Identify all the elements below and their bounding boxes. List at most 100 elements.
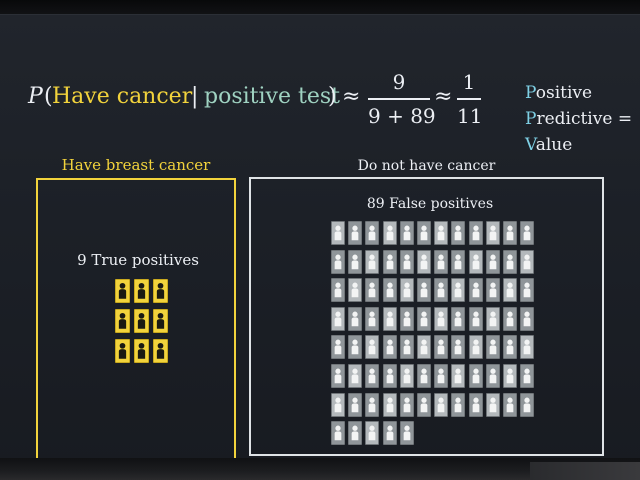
person-icon	[134, 279, 149, 303]
person-icon	[468, 249, 483, 274]
person-icon	[331, 221, 345, 245]
person-icon	[153, 279, 168, 303]
fraction-denominator: 9 + 89	[368, 104, 436, 128]
false-positives-label: 89 False positives	[366, 196, 494, 212]
monitor-stand	[530, 462, 640, 480]
person-icon	[417, 335, 431, 360]
person-icon	[365, 335, 380, 360]
person-icon	[365, 364, 380, 388]
fraction-line	[368, 98, 430, 100]
person-icon	[468, 335, 483, 360]
person-icon	[434, 364, 449, 388]
person-icon	[348, 221, 363, 245]
fraction-simplified: 1 11	[457, 70, 482, 128]
true-positives-label: 9 True positives	[77, 251, 199, 269]
person-icon	[417, 249, 431, 274]
person-icon	[520, 392, 535, 417]
person-icon	[468, 306, 483, 331]
person-icon	[153, 339, 168, 363]
person-icon	[503, 364, 517, 388]
ppv-initial: P	[525, 109, 537, 129]
person-icon	[399, 306, 414, 331]
person-icon	[503, 249, 517, 274]
person-icon	[485, 221, 500, 245]
person-icon	[365, 249, 380, 274]
person-icon	[503, 278, 517, 303]
person-icon	[382, 364, 397, 388]
person-icon	[134, 309, 149, 333]
person-icon	[134, 339, 149, 363]
paren-open: (	[44, 84, 53, 109]
person-icon	[485, 278, 500, 303]
person-icon	[503, 335, 517, 360]
person-icon	[348, 306, 363, 331]
person-icon	[503, 221, 517, 245]
person-icon	[331, 392, 345, 417]
healthy-group-label: Do not have cancer	[357, 158, 496, 174]
person-icon	[451, 278, 466, 303]
person-icon	[365, 278, 380, 303]
person-icon	[153, 309, 168, 333]
person-icon	[520, 221, 535, 245]
healthy-group-box	[249, 177, 604, 456]
person-icon	[434, 249, 449, 274]
given-bar: |	[191, 84, 199, 109]
person-icon	[520, 249, 535, 274]
person-icon	[451, 392, 466, 417]
person-icon	[417, 278, 431, 303]
person-icon	[331, 335, 345, 360]
ppv-line-value: Value	[525, 132, 632, 158]
ppv-line-predictive: Predictive =	[525, 106, 632, 132]
person-icon	[434, 392, 449, 417]
monitor-bezel-top	[0, 0, 640, 16]
paren-close: )	[328, 84, 337, 109]
ppv-initial: V	[525, 135, 536, 155]
person-icon	[468, 364, 483, 388]
person-icon	[434, 335, 449, 360]
person-icon	[382, 392, 397, 417]
person-icon	[485, 392, 500, 417]
person-icon	[520, 364, 535, 388]
approx-sign: ≈	[434, 84, 453, 109]
event-have-cancer: Have cancer	[52, 84, 193, 109]
person-icon	[451, 249, 466, 274]
person-icon	[485, 335, 500, 360]
person-icon	[451, 221, 466, 245]
probability-symbol: P	[28, 84, 43, 109]
person-icon	[468, 392, 483, 417]
cancer-group-label: Have breast cancer	[61, 156, 211, 174]
person-icon	[520, 306, 535, 331]
ppv-rest: alue	[535, 135, 573, 155]
person-icon	[365, 306, 380, 331]
approx-sign: ≈	[342, 84, 361, 109]
person-icon	[434, 306, 449, 331]
person-icon	[451, 335, 466, 360]
person-icon	[365, 392, 380, 417]
person-icon	[503, 306, 517, 331]
ppv-definition: Positive Predictive = Value	[525, 80, 632, 158]
person-icon	[399, 249, 414, 274]
ppv-rest: ositive	[535, 83, 593, 103]
person-icon	[451, 364, 466, 388]
person-icon	[382, 306, 397, 331]
person-icon	[348, 335, 363, 360]
person-icon	[399, 364, 414, 388]
person-icon	[331, 249, 345, 274]
person-icon	[520, 335, 535, 360]
person-icon	[503, 392, 517, 417]
person-icon	[331, 306, 345, 331]
person-icon	[399, 421, 414, 446]
person-icon	[115, 279, 130, 303]
fraction-line	[457, 98, 481, 100]
person-icon	[365, 221, 380, 245]
person-icon	[331, 421, 345, 446]
person-icon	[348, 421, 363, 446]
person-icon	[382, 421, 397, 446]
person-icon	[348, 364, 363, 388]
person-icon	[417, 364, 431, 388]
person-icon	[434, 278, 449, 303]
person-icon	[331, 364, 345, 388]
person-icon	[348, 278, 363, 303]
person-icon	[417, 392, 431, 417]
person-icon	[399, 392, 414, 417]
